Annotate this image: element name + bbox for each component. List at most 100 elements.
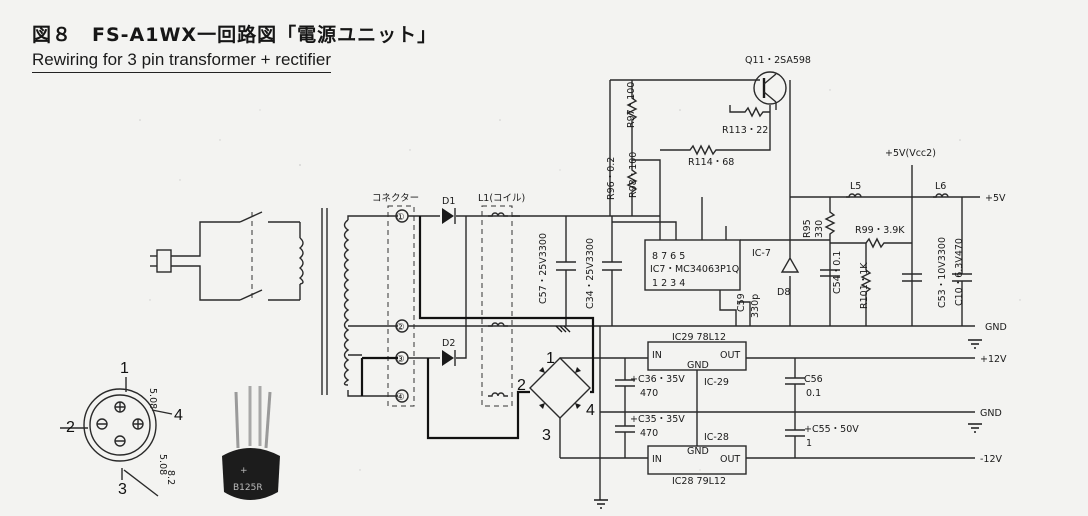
ground-icon [555,325,982,509]
svg-text:L5: L5 [850,181,861,192]
inductor-l5 [846,193,862,198]
svg-text:C34・25V3300: C34・25V3300 [585,238,596,309]
svg-text:IN: IN [652,454,662,465]
gnd-label-top: GND [985,322,1007,333]
coil-l1: L1(コイル) [478,193,525,407]
transformer-secondary-icon [343,219,350,386]
inductor-l6 [933,193,949,198]
capacitor-c36-label: +C36・35V [630,374,685,385]
svg-text:470: 470 [640,428,658,439]
pinout-number-1: 1 [120,360,129,377]
svg-text:IC28 79L12: IC28 79L12 [672,476,726,487]
svg-text:1: 1 [546,350,555,367]
diode-d8 [780,197,800,326]
resistor-r114 [660,105,771,156]
pinout-number-4: 4 [174,407,183,424]
paper-noise [139,89,1021,471]
svg-text:330p: 330p [750,294,761,318]
plus5v-label: +5V [985,193,1006,204]
connector-label: コネクター [372,193,419,204]
svg-text:+C55・50V: +C55・50V [804,424,859,435]
rewiring-path [360,216,595,440]
svg-text:8.2: 8.2 [165,470,176,485]
svg-text:IN: IN [652,350,662,361]
minus12v-label: -12V [980,454,1003,465]
svg-text:R101・1K: R101・1K [859,262,870,309]
vcc2-label: +5V(Vcc2) [885,148,936,159]
capacitor-c55 [785,412,805,458]
resistor-r113 [729,105,770,118]
rectifier-component-photo: + B125R [222,386,280,500]
svg-text:OUT: OUT [720,350,740,361]
svg-text:C56: C56 [804,374,823,385]
svg-text:C57・25V3300: C57・25V3300 [538,233,549,304]
transistor-q11: Q11・2SA598 [745,55,811,110]
resistor-r97: R97・100 [626,80,638,140]
svg-text:GND: GND [687,446,709,457]
svg-text:B125R: B125R [233,483,263,493]
svg-text:IC-28: IC-28 [704,432,729,443]
svg-text:C10・6.3V470: C10・6.3V470 [954,238,965,306]
svg-text:R113・22: R113・22 [722,125,768,136]
svg-text:8 7 6 5: 8 7 6 5 [652,251,685,262]
svg-text:IC7・MC34063P1Q: IC7・MC34063P1Q [650,264,739,275]
ic7-chip: 8 7 6 5 IC7・MC34063P1Q 1 2 3 4 IC-7 C59 … [612,197,830,326]
capacitor-c53 [902,273,922,282]
svg-text:C53・10V3300: C53・10V3300 [937,237,948,308]
svg-text:D8: D8 [777,287,790,298]
svg-text:2: 2 [517,377,526,394]
svg-text:GND: GND [687,360,709,371]
capacitor-c10 [952,197,972,326]
svg-text:Q11・2SA598: Q11・2SA598 [745,55,811,66]
connector-pin-1: ① [396,212,405,223]
pinout-number-3: 3 [118,481,127,498]
resistor-r99 [830,237,912,249]
connector-pin-2: ② [396,322,405,333]
capacitor-c35 [615,412,635,458]
svg-text:C59: C59 [736,293,747,312]
connector: コネクター ① ② ③ ④ [372,193,419,407]
resistor-r96-label: R96・0.2 [606,157,617,200]
page-title: 図８ FS-A1WX一回路図「電源ユニット」 [32,24,438,46]
capacitor-c35-label: +C35・35V [630,414,685,425]
capacitor-c56 [785,358,805,412]
svg-text:+: + [240,466,248,476]
gnd-label-mid: GND [980,408,1002,419]
svg-text:IC-29: IC-29 [704,377,729,388]
svg-text:L1(コイル): L1(コイル) [478,193,525,204]
svg-text:R99・3.9K: R99・3.9K [855,225,905,236]
capacitor-c34: C34・25V3300 [585,216,622,326]
ac-input-section [150,208,328,395]
page-subtitle: Rewiring for 3 pin transformer + rectifi… [32,50,332,73]
svg-text:C54・0.1: C54・0.1 [832,251,843,294]
svg-text:330: 330 [814,220,825,238]
svg-text:470: 470 [640,388,658,399]
svg-text:4: 4 [586,402,595,419]
ic28-regulator: IN OUT GND IC28 79L12 [647,445,747,487]
svg-text:IC-7: IC-7 [752,248,771,259]
switch-icon [239,289,300,301]
svg-text:R98・100: R98・100 [628,152,639,198]
svg-text:L6: L6 [935,181,946,192]
transformer-primary-icon [298,237,304,285]
resistor-r101 [860,243,872,326]
svg-text:R95: R95 [802,219,813,238]
connector-pin-3: ③ [396,354,405,365]
svg-text:R114・68: R114・68 [688,157,734,168]
svg-text:OUT: OUT [720,454,740,465]
plus12v-label: +12V [980,354,1007,365]
svg-text:5.08: 5.08 [157,454,168,475]
diode-d2: D2 [408,216,467,366]
svg-text:D2: D2 [442,338,455,349]
capacitor-c36 [615,358,635,412]
capacitor-c57: C57・25V3300 [538,216,576,326]
switch-icon [239,211,300,223]
svg-text:1 2 3 4: 1 2 3 4 [652,278,685,289]
bridge-rectifier: 1 2 3 4 [517,350,595,458]
svg-text:1: 1 [806,438,812,449]
capacitor-c54 [820,269,840,277]
pinout-number-2: 2 [66,419,75,436]
svg-text:R97・100: R97・100 [626,82,637,128]
connector-pin-4: ④ [396,392,405,403]
